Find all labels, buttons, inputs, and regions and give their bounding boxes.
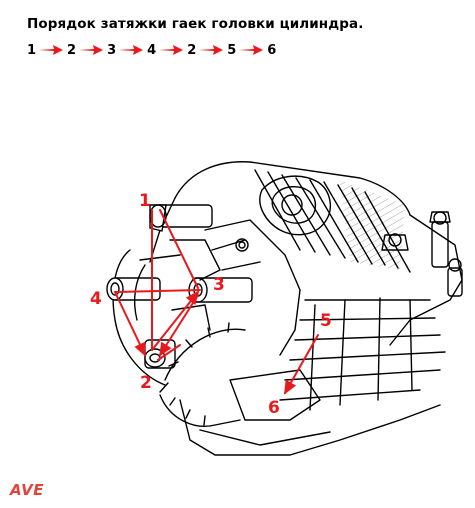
sequence-step: 2 xyxy=(67,43,107,58)
sequence-number: 3 xyxy=(107,42,117,58)
sequence-arrow-icon xyxy=(199,45,224,55)
sequence-number: 2 xyxy=(187,42,197,58)
cylinder-fins-shading xyxy=(340,180,405,270)
marker-6: 6 xyxy=(268,398,280,418)
sequence-arrow-icon xyxy=(159,45,184,55)
sequence-arrow-icon xyxy=(39,45,64,55)
sequence-arrow-icon xyxy=(79,45,104,55)
sequence-arrow-icon xyxy=(239,45,264,55)
sequence-step: 3 xyxy=(107,43,147,58)
ave-logo: AVE xyxy=(10,481,44,499)
marker-1: 1 xyxy=(139,191,151,211)
marker-5: 5 xyxy=(320,311,332,331)
sequence-number: 2 xyxy=(67,42,77,58)
sequence-step: 6 xyxy=(267,43,276,58)
marker-2: 2 xyxy=(140,373,152,393)
sequence-number: 6 xyxy=(267,42,277,58)
sequence-number: 4 xyxy=(147,42,157,58)
sequence-step: 5 xyxy=(227,43,267,58)
tightening-sequence: 1 2 3 4 2 5 6 xyxy=(27,40,276,60)
sequence-step: 1 xyxy=(27,43,67,58)
sequence-number: 1 xyxy=(27,42,37,58)
sequence-arrow-icon xyxy=(119,45,144,55)
engine-outline xyxy=(106,161,463,456)
marker-4: 4 xyxy=(90,289,102,309)
sequence-step: 4 xyxy=(147,43,187,58)
page-title: Порядок затяжки гаек головки цилиндра. xyxy=(27,16,364,32)
sequence-step: 2 xyxy=(187,43,227,58)
marker-3: 3 xyxy=(213,275,225,295)
tightening-path xyxy=(114,209,319,395)
sequence-number: 5 xyxy=(227,42,237,58)
